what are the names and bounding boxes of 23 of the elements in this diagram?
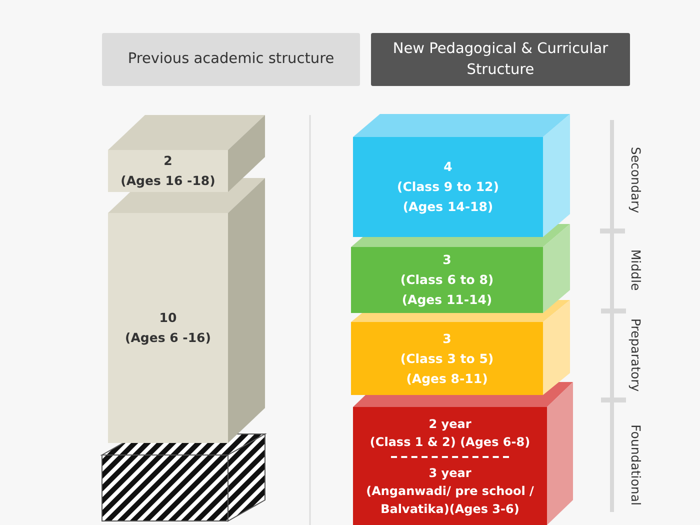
stage-label: Preparatory [628,318,644,392]
block-text: (Ages 6 -16) [125,329,211,347]
block-text: (Ages 16 -18) [120,172,216,190]
stage-label: Secondary [628,146,644,214]
block-text: 2 year [428,416,472,432]
block-text: (Class 1 & 2) (Ages 6-8) [370,434,530,450]
block-text: 3 [442,330,452,348]
block-text: 4 [444,158,452,176]
block-text: 10 [159,309,177,327]
stage-label: Foundational [628,424,644,506]
stage-label: Middle [628,249,644,291]
block-text: (Ages 14-18) [402,198,494,216]
block-text: (Ages 8-11) [406,370,488,388]
block-text: (Class 6 to 8) [400,271,494,289]
block-text: 3 year [428,464,472,482]
block-text: (Anganwadi/ pre school / Balvatika)(Ages 3-6) [365,482,535,518]
block-text: (Ages 11-14) [402,291,492,309]
block-text: 2 [164,152,172,170]
column-header: Previous academic structure [102,33,360,86]
block-text: 3 [442,251,452,269]
block-text: (Class 9 to 12) [397,178,499,196]
column-header: New Pedagogical & Curricular Structure [371,33,630,86]
block-text: (Class 3 to 5) [400,350,494,368]
